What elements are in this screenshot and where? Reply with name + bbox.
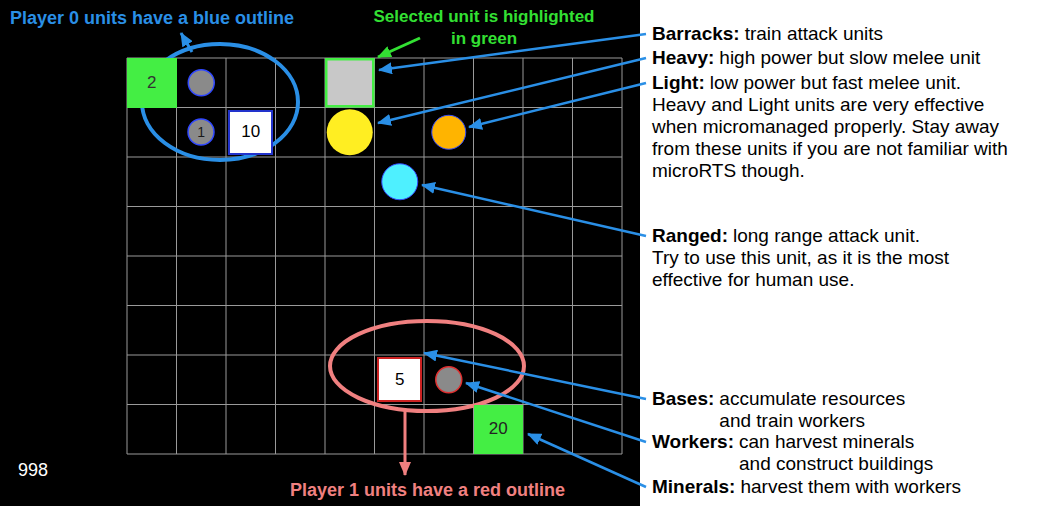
base-building: 5: [377, 357, 422, 402]
leader-arrow: [469, 83, 646, 127]
legend-description: long range attack unit.: [733, 225, 920, 247]
unit-value: 5: [395, 370, 404, 390]
leader-arrow: [528, 434, 646, 487]
leader-arrow: [378, 58, 646, 123]
legend-description: low power but fast melee unit.: [710, 72, 961, 94]
unit-circle: [188, 119, 214, 145]
light-unit: [432, 115, 466, 149]
unit-value: 1: [197, 124, 205, 140]
game-background: [0, 0, 640, 506]
unit-value: 2: [147, 73, 156, 93]
legend-description: accumulate resources and train workers: [719, 388, 924, 432]
worker-unit: 1: [187, 118, 215, 146]
base-building: 10: [228, 110, 273, 155]
leader-arrow: [378, 38, 420, 57]
annotation-title: Player 1 units have a red outline: [290, 479, 565, 501]
legend-term: Barracks:: [652, 23, 740, 45]
ranged-unit: [382, 164, 418, 200]
unit-value: 10: [241, 122, 260, 142]
legend-term: Ranged:: [652, 225, 728, 247]
legend-description: Heavy and Light units are very effective…: [652, 94, 1017, 182]
legend-term: Workers:: [652, 431, 734, 453]
legend-description: high power but slow melee unit: [719, 47, 980, 69]
legend-term: Heavy:: [652, 47, 714, 69]
leader-arrow: [424, 353, 646, 399]
leader-arrow: [404, 410, 407, 475]
player-ring: [330, 321, 524, 411]
annotation-note: Selected unit is highlighted in green: [368, 6, 600, 50]
mineral-field: 20: [474, 405, 524, 455]
time-counter: 998: [18, 459, 48, 481]
worker-unit: [188, 70, 214, 96]
legend-description: train attack units: [745, 23, 883, 45]
legend-description: Try to use this unit, as it is the most …: [652, 247, 972, 291]
mineral-field: 2: [127, 58, 177, 108]
legend-description: harvest them with workers: [740, 476, 961, 498]
map-grid: [127, 58, 622, 454]
legend-description: can harvest minerals and construct build…: [739, 431, 944, 475]
annotation-title: Player 0 units have a blue outline: [10, 7, 294, 29]
legend-term: Minerals:: [652, 476, 735, 498]
leader-arrow: [181, 33, 192, 52]
barracks-building: [328, 61, 373, 106]
legend-term: Light:: [652, 72, 705, 94]
heavy-unit: [327, 109, 373, 155]
selection-highlight: [325, 58, 375, 108]
worker-unit: [436, 367, 462, 393]
legend-term: Bases:: [652, 388, 714, 410]
unit-value: 20: [489, 419, 508, 439]
leader-arrow: [422, 185, 646, 236]
